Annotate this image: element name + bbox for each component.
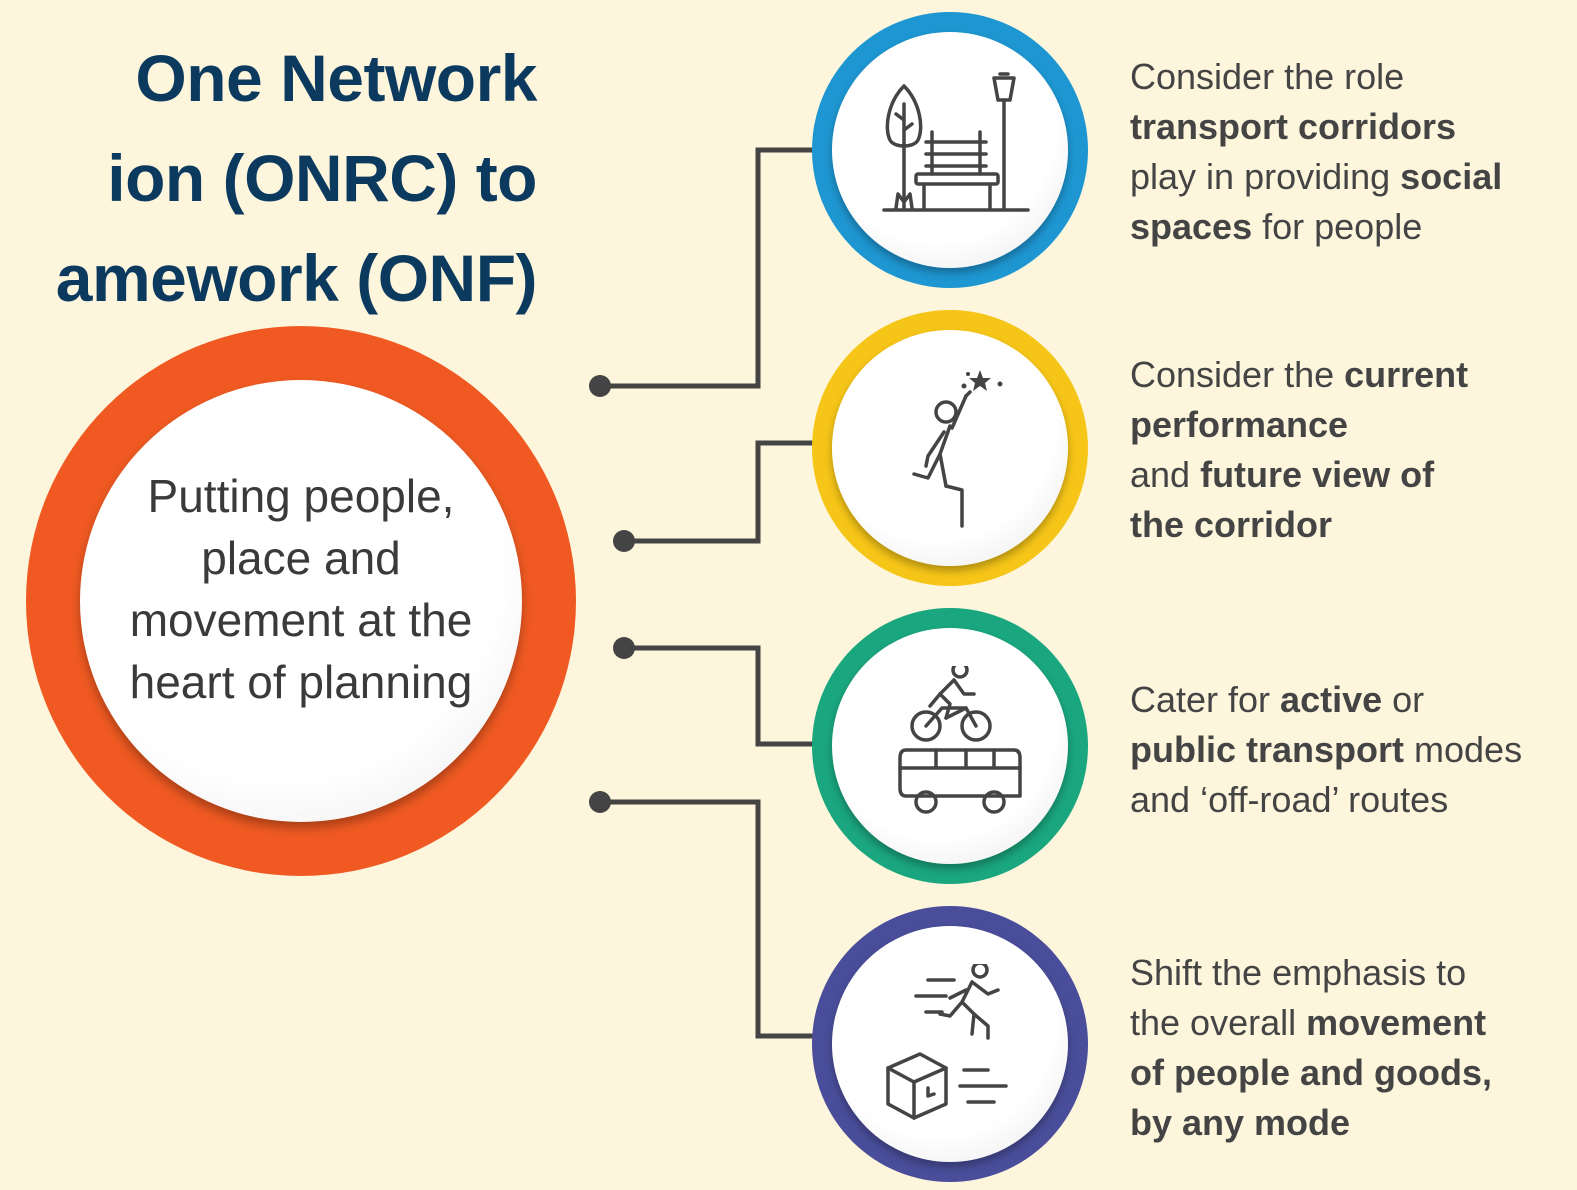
desc-social-spaces: Consider the role transport corridors pl… xyxy=(1130,56,1503,247)
hub-text: Putting people, place and movement at th… xyxy=(129,470,473,708)
diagram-title: One Network ion (ONRC) to amework (ONF) xyxy=(55,28,538,328)
ring-social-spaces xyxy=(812,12,1088,288)
title-line-2: ion (ONRC) to xyxy=(107,141,537,215)
connector-social-spaces xyxy=(600,147,820,389)
connector-dot-3 xyxy=(613,637,635,659)
connector-movement xyxy=(600,799,818,1039)
connector-performance xyxy=(624,440,818,544)
cyclist-and-bus-icon xyxy=(898,666,1022,814)
ring-movement-inner xyxy=(832,926,1068,1162)
connector-dot-1 xyxy=(589,375,611,397)
ring-movement xyxy=(812,906,1088,1182)
connector-dot-4 xyxy=(589,791,611,813)
ring-performance xyxy=(812,310,1088,586)
title-line-3: amework (ONF) xyxy=(55,241,538,315)
desc-movement: Shift the emphasis to the overall moveme… xyxy=(1130,952,1492,1143)
hub-circle: Putting people, place and movement at th… xyxy=(26,326,576,876)
park-bench-tree-lamp-icon xyxy=(882,72,1030,212)
ring-active-transport-inner xyxy=(832,628,1068,864)
desc-performance: Consider the current performance and fut… xyxy=(1130,354,1469,545)
person-reaching-stars-icon xyxy=(912,370,1003,528)
ring-performance-inner xyxy=(832,330,1068,566)
ring-active-transport xyxy=(812,608,1088,884)
connector-active-transport xyxy=(624,645,818,747)
running-person-and-box-icon xyxy=(886,964,1008,1120)
desc-active-transport: Cater for active or public transport mod… xyxy=(1130,679,1523,820)
hub-inner: Putting people, place and movement at th… xyxy=(80,380,522,822)
ring-social-spaces-inner xyxy=(832,32,1068,268)
title-line-1: One Network xyxy=(135,41,537,115)
connector-dot-2 xyxy=(613,530,635,552)
